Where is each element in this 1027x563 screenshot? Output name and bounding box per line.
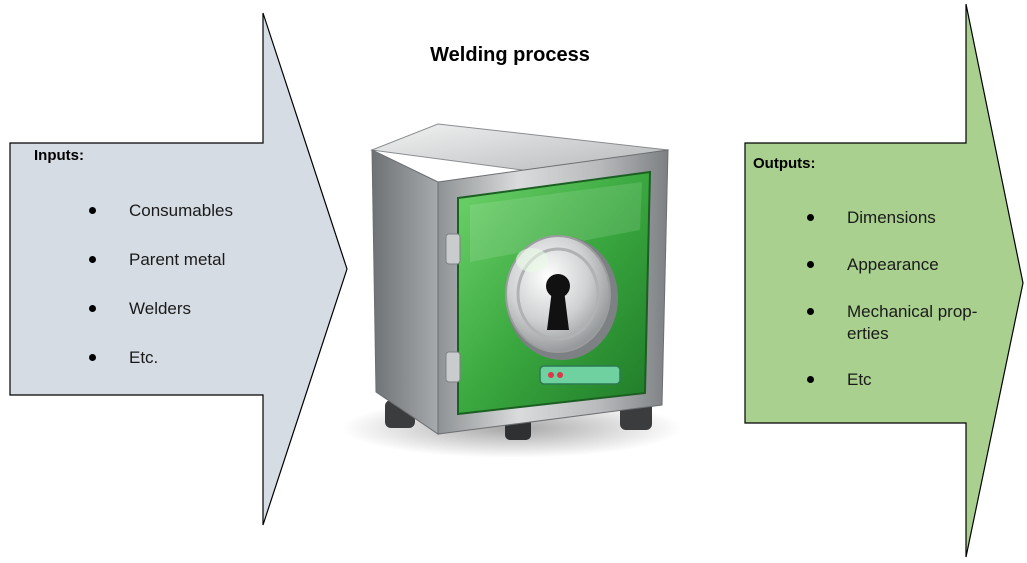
outputs-list: Dimensions Appearance Mechanical prop-er… — [807, 207, 997, 416]
list-item: Etc — [807, 369, 997, 416]
inputs-arrow — [9, 12, 348, 526]
list-item: Appearance — [807, 254, 997, 301]
list-item: Welders — [89, 298, 233, 347]
outputs-arrow — [744, 3, 1024, 558]
diagram-title: Welding process — [430, 44, 590, 66]
inputs-heading: Inputs: — [34, 147, 84, 164]
safe-with-keyhole-icon — [342, 123, 682, 458]
outputs-heading: Outputs: — [753, 155, 816, 172]
list-item: Mechanical prop-erties — [807, 301, 997, 369]
list-item: Parent metal — [89, 249, 233, 298]
inputs-list: Consumables Parent metal Welders Etc. — [89, 200, 233, 396]
list-item: Dimensions — [807, 207, 997, 254]
list-item: Etc. — [89, 347, 233, 396]
list-item: Consumables — [89, 200, 233, 249]
